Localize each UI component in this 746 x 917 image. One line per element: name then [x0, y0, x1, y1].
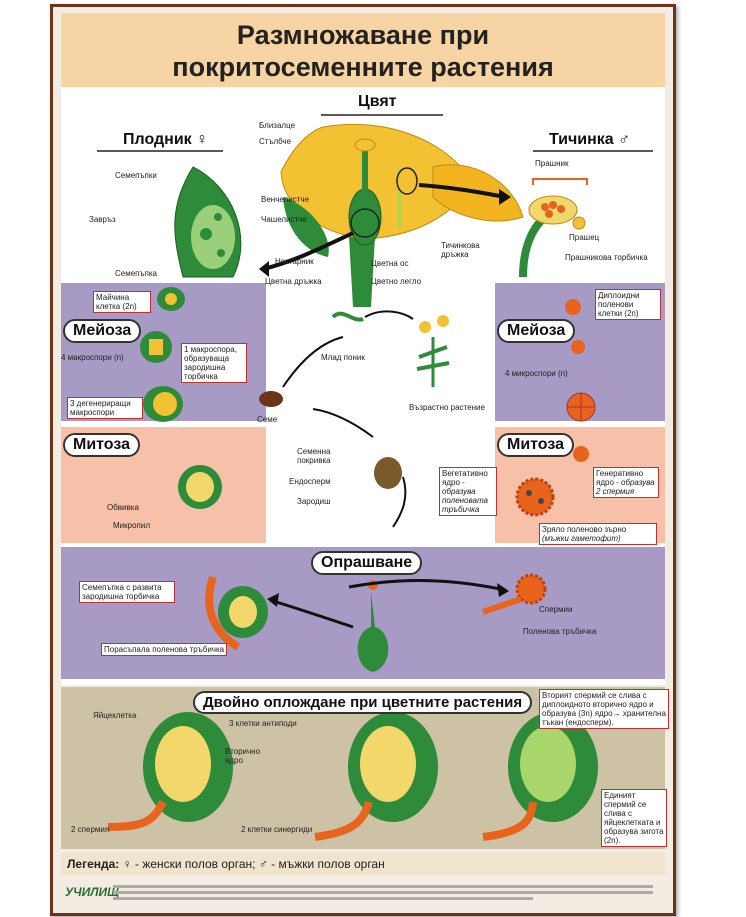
pistil-illustration [174, 166, 242, 278]
seed-section-icon [374, 457, 402, 489]
seedling-icon [331, 311, 364, 322]
stamen-label-pollen: Прашец [569, 233, 600, 242]
seed-icon [259, 391, 283, 407]
fine-print-2 [113, 891, 653, 894]
four-macrospores-label: 4 макроспори (n) [61, 353, 124, 362]
legend-label: Легенда: [67, 857, 120, 871]
mature-pollen-text: Зряло поленово зърно [542, 525, 627, 534]
embryo-label: Зародиш [297, 497, 331, 506]
title-line-1: Размножаване при [236, 20, 490, 50]
sperms-label: Спермии [539, 605, 573, 614]
integument-label: Обвивка [107, 503, 139, 512]
ovule-sac-label: Семепъпка с развита зародишна торбичка [79, 581, 175, 603]
flower-illustration [280, 124, 524, 307]
micropyle-label: Микропил [113, 521, 150, 530]
generative-nucleus-sub: образува 2 спермия [596, 478, 655, 496]
female-meiosis-cells [140, 287, 222, 509]
poster: Размножаване при покритосеменните растен… [50, 4, 676, 916]
legend-male: ♂ - мъжки полов орган [258, 857, 385, 871]
two-sperm-label: 2 спермия [71, 825, 110, 834]
pollination-drawings [205, 573, 547, 672]
diploid-pollen-label: Диплоидни поленови клетки (2n) [595, 289, 661, 320]
vegetative-nucleus-sub: образува поленовата тръбичка [442, 487, 488, 514]
endosperm-label: Ендосперм [289, 477, 331, 486]
mature-pollen-label: Зряло поленово зърно (мъжки гаметофит) [539, 523, 657, 545]
stamen-heading: Тичинка ♂ [549, 131, 631, 148]
legend: Легенда: ♀ - женски полов орган; ♂ - мъж… [61, 853, 665, 875]
vegetative-nucleus-text: Вегетативно ядро - [442, 469, 488, 487]
seed-label: Семе [257, 415, 278, 424]
flower-heading: Цвят [358, 93, 397, 110]
pollen-tube-label: Поленова тръбичка [523, 627, 597, 636]
diagram-graphics [97, 114, 653, 841]
pistil-label-ovary: Завръз [89, 215, 116, 224]
tube-grown-label: Порасъпала поленова тръбичка [101, 643, 228, 656]
double-fertilization-heading: Двойно оплождане при цветните растения [193, 691, 533, 714]
adult-plant-icon [416, 315, 450, 387]
stamen-label-anther: Прашник [535, 159, 569, 168]
stamen-illustration [519, 178, 588, 278]
fine-print-3 [113, 897, 533, 900]
fertilization-ovules [107, 712, 598, 841]
seed-coat-label: Семенна покривка [297, 447, 331, 465]
flower-label-nectary: Нектарник [275, 257, 314, 266]
mature-pollen-sub: (мъжки гаметофит) [542, 534, 621, 543]
mother-cell-label: Майчина клетка (2n) [93, 291, 151, 313]
adult-plant-label: Възрастно растение [409, 403, 485, 412]
pollination-heading: Опрашване [311, 551, 423, 575]
pistil-label-ovule: Семепъпка [115, 269, 157, 278]
flower-label-sepal: Чашелистче [261, 215, 307, 224]
pistil-heading: Плодник ♀ [123, 131, 209, 148]
female-mitosis-heading: Митоза [63, 433, 140, 457]
generative-nucleus-text: Генеративно ядро - [596, 469, 644, 487]
male-meiosis-cells [515, 299, 596, 517]
male-mitosis-heading: Митоза [497, 433, 574, 457]
flower-label-axis: Цветна ос [371, 259, 409, 268]
flower-label-petal: Венчелистче [261, 195, 309, 204]
secondary-nucleus-label: Вторично ядро [225, 747, 261, 765]
legend-female: ♀ - женски полов орган; [122, 857, 256, 871]
fine-print [113, 885, 653, 888]
flower-label-pedicel: Цветна дръжка [265, 277, 322, 286]
egg-cell-label: Яйцеклетка [93, 711, 137, 720]
title-line-2: покритосеменните растения [172, 52, 554, 82]
flower-label-receptacle: Цветно легло [371, 277, 422, 286]
stamen-label-sac: Прашникова торбичка [565, 253, 648, 262]
female-meiosis-heading: Мейоза [63, 319, 142, 343]
title-bar: Размножаване при покритосеменните растен… [61, 13, 665, 87]
generative-nucleus-label: Генеративно ядро - образува 2 спермия [593, 467, 659, 498]
stamen-label-filament: Тичинкова дръжка [441, 241, 480, 259]
male-meiosis-heading: Мейоза [497, 319, 576, 343]
degenerating-label: 3 дегенериращи макроспори [67, 397, 143, 419]
flower-label-stigma: Близалце [259, 121, 296, 130]
antipodes-label: 3 клетки антиподи [229, 719, 297, 728]
first-sperm-note: Единият спермий се слива с яйцеклетката … [601, 789, 667, 847]
flower-label-style: Стълбче [259, 137, 292, 146]
one-macrospore-label: 1 макроспора, образуваща зародишна торби… [181, 343, 247, 383]
second-sperm-note: Вторият спермий се слива с диплоидното в… [539, 689, 669, 729]
vegetative-nucleus-label: Вегетативно ядро - образува поленовата т… [439, 467, 497, 516]
pistil-label-ovules: Семепъпки [115, 171, 157, 180]
four-microspores-label: 4 микроспори (n) [505, 369, 568, 378]
synergids-label: 2 клетки синергиди [241, 825, 313, 834]
footer: УЧИЛИЩ [61, 879, 665, 909]
seedling-label: Млад поник [321, 353, 365, 362]
publisher-logo: УЧИЛИЩ [65, 885, 119, 899]
